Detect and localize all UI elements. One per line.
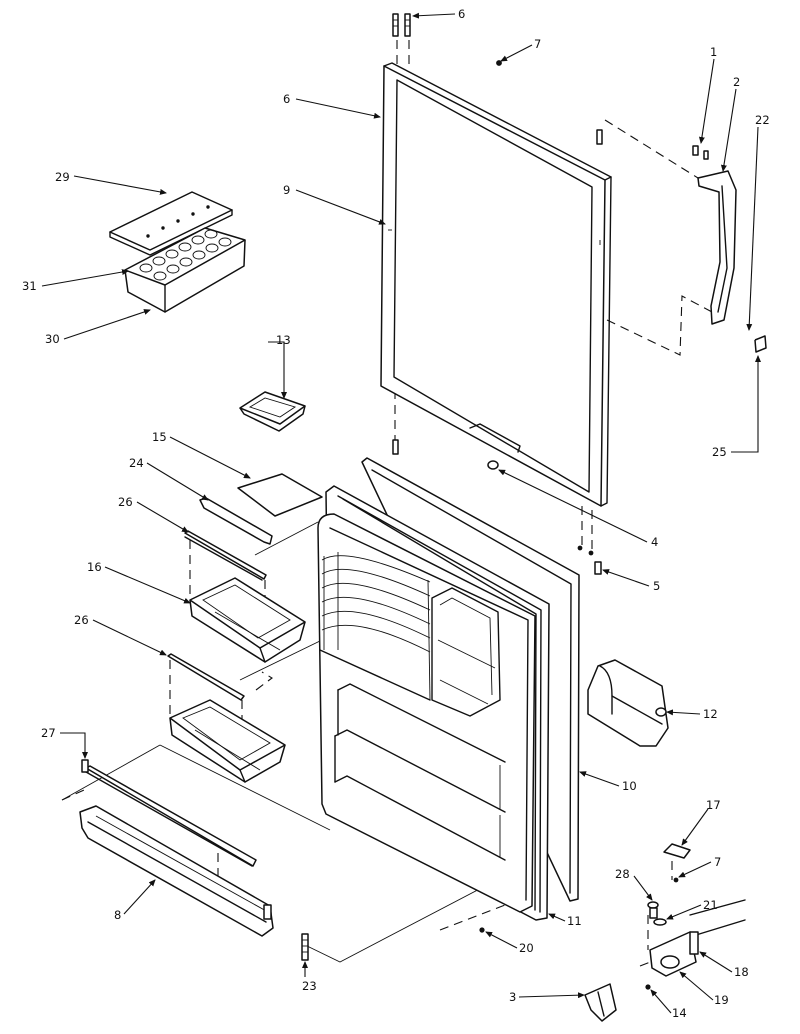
ice-tray-cover — [109, 191, 233, 256]
callout-25: 25 — [712, 445, 727, 459]
liner-wire-shelves — [319, 552, 431, 701]
leader-lines — [41, 12, 761, 1014]
ice-cube-cells — [139, 229, 232, 281]
callout-16: 16 — [87, 560, 102, 574]
callout-21: 21 — [703, 898, 718, 912]
callout-labels: 6 7 1 2 22 6 29 9 31 30 13 15 24 26 16 2… — [22, 7, 770, 1020]
callout-22: 22 — [755, 113, 770, 127]
callout-6-top: 6 — [458, 7, 465, 21]
callout-29: 29 — [55, 170, 70, 184]
callout-23: 23 — [302, 979, 317, 993]
hinge-screws — [692, 145, 767, 353]
callout-17: 17 — [706, 798, 721, 812]
door-screws — [392, 60, 603, 575]
door-bin-lower — [169, 699, 286, 783]
callout-1: 1 — [710, 45, 717, 59]
lower-hinge-assembly — [584, 843, 746, 1022]
callout-13: 13 — [276, 333, 291, 347]
callout-5: 5 — [653, 579, 660, 593]
liner-dairy-compartment — [431, 587, 501, 717]
bin-rail-upper — [184, 530, 267, 581]
door-handle — [697, 170, 737, 325]
liner-screw — [479, 927, 485, 933]
callout-27: 27 — [41, 726, 56, 740]
callout-9: 9 — [283, 183, 290, 197]
callout-8: 8 — [114, 908, 121, 922]
assembly-solid-lines — [61, 521, 513, 963]
bottom-rail — [81, 759, 257, 867]
shelf-plate — [237, 473, 323, 517]
callout-10: 10 — [622, 779, 637, 793]
callout-24: 24 — [129, 456, 144, 470]
bottom-door-tray — [79, 805, 274, 937]
door-bin-upper — [189, 577, 306, 663]
callout-30: 30 — [45, 332, 60, 346]
callout-11: 11 — [567, 914, 582, 928]
door-top-bolts — [392, 13, 411, 37]
callout-28: 28 — [615, 867, 630, 881]
callout-18: 18 — [734, 965, 749, 979]
liner-lower-shelves — [334, 683, 506, 861]
callout-26-upper: 26 — [118, 495, 133, 509]
callout-20: 20 — [519, 941, 534, 955]
callout-4: 4 — [651, 535, 658, 549]
callout-12: 12 — [703, 707, 718, 721]
callout-3: 3 — [509, 990, 516, 1004]
callout-6-left: 6 — [283, 92, 290, 106]
bin-rail-lower — [167, 653, 245, 701]
callout-7-top: 7 — [534, 37, 541, 51]
outer-door-panel — [380, 62, 612, 507]
tray-mount-screw — [301, 933, 309, 961]
callout-14: 14 — [672, 1006, 687, 1020]
ice-tray — [124, 227, 246, 313]
butter-tray — [239, 391, 306, 432]
callout-7-lower: 7 — [714, 855, 721, 869]
callout-31: 31 — [22, 279, 37, 293]
callout-15: 15 — [152, 430, 167, 444]
door-liner — [317, 513, 536, 913]
callout-2: 2 — [733, 75, 740, 89]
door-bracket-cover — [587, 659, 669, 747]
callout-19: 19 — [714, 993, 729, 1007]
callout-26-lower: 26 — [74, 613, 89, 627]
